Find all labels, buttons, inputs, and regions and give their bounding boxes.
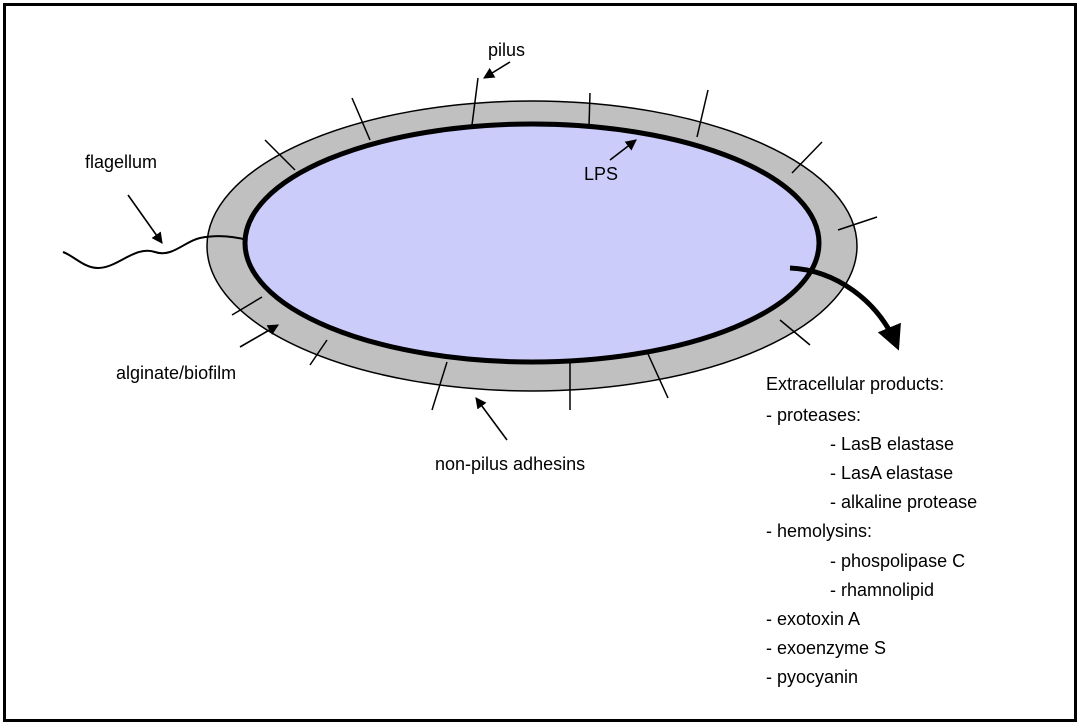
pilus-line: [589, 93, 590, 126]
product-item: - rhamnolipid: [830, 580, 934, 600]
pilus-arrow: [484, 62, 510, 78]
flagellum-label: flagellum: [85, 152, 157, 172]
products-heading: Extracellular products:: [766, 374, 944, 394]
adhesins-label: non-pilus adhesins: [435, 454, 585, 474]
cytoplasm: [245, 124, 819, 362]
pilus-label: pilus: [488, 40, 525, 60]
product-item: - exoenzyme S: [766, 638, 886, 658]
product-item: - LasA elastase: [830, 463, 953, 483]
product-item: - proteases:: [766, 405, 861, 425]
product-item: - LasB elastase: [830, 434, 954, 454]
product-item: - exotoxin A: [766, 609, 860, 629]
alginate-arrow: [240, 325, 278, 347]
products-list: Extracellular products: - proteases: - L…: [766, 374, 977, 687]
product-item: - hemolysins:: [766, 521, 872, 541]
lps-label: LPS: [584, 164, 618, 184]
alginate-label: alginate/biofilm: [116, 363, 236, 383]
product-item: - alkaline protease: [830, 492, 977, 512]
flagellum-arrow: [128, 195, 162, 243]
product-item: - pyocyanin: [766, 667, 858, 687]
product-item: - phospolipase C: [830, 551, 965, 571]
adhesins-arrow: [476, 398, 507, 440]
